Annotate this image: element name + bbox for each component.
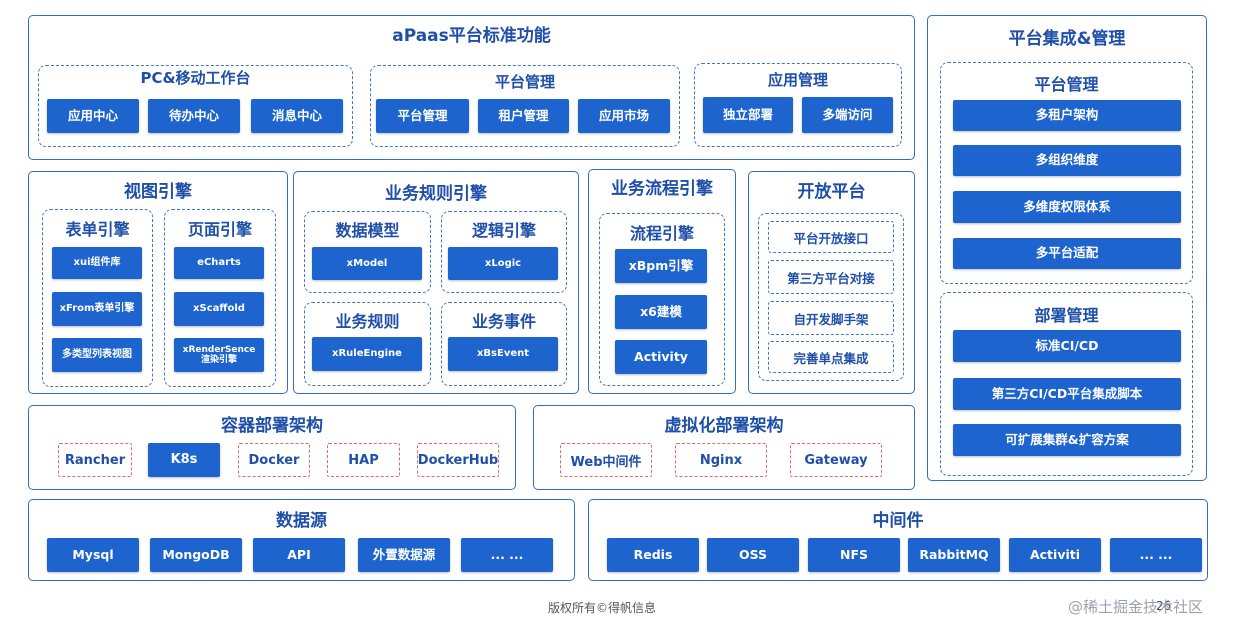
app-mgmt-title: 应用管理 [767, 71, 828, 89]
permission-system-button[interactable]: 多维度权限体系 [953, 191, 1181, 223]
dockerhub-item[interactable]: DockerHub [417, 443, 499, 477]
hap-item[interactable]: HAP [327, 443, 400, 477]
xlogic-button[interactable]: xLogic [448, 247, 558, 280]
web-middleware-item[interactable]: Web中间件 [560, 443, 652, 477]
view-engine-title: 视图引擎 [124, 182, 192, 202]
form-engine-title: 表单引擎 [65, 220, 130, 239]
sso-item[interactable]: 完善单点集成 [768, 341, 894, 373]
platform-mgmt-button[interactable]: 平台管理 [376, 99, 469, 133]
datasource-title: 数据源 [276, 511, 327, 531]
k8s-button[interactable]: K8s [148, 443, 220, 477]
x6-modeling-button[interactable]: x6建模 [615, 295, 707, 329]
virtual-title: 虚拟化部署架构 [664, 416, 784, 436]
xrender-button[interactable]: xRenderSence 渲染引擎 [174, 338, 264, 372]
message-center-button[interactable]: 消息中心 [251, 99, 343, 133]
flow-engine-title: 业务流程引擎 [611, 179, 713, 199]
xruleengine-button[interactable]: xRuleEngine [312, 337, 422, 371]
mysql-button[interactable]: Mysql [47, 538, 139, 572]
integration-title: 平台集成&管理 [1008, 29, 1126, 49]
apaas-title: aPaas平台标准功能 [392, 26, 551, 46]
ci-cd-button[interactable]: 标准CI/CD [953, 330, 1181, 362]
integration-platform-group: 平台管理 [940, 62, 1193, 284]
page-engine-title: 页面引擎 [187, 220, 252, 239]
nfs-button[interactable]: NFS [808, 538, 900, 572]
todo-center-button[interactable]: 待办中心 [148, 99, 240, 133]
watermark-text: @稀土掘金技术社区 [1068, 598, 1204, 616]
multi-org-button[interactable]: 多组织维度 [953, 145, 1181, 176]
rancher-item[interactable]: Rancher [58, 443, 132, 477]
deploy-mgmt-title: 部署管理 [1034, 306, 1099, 325]
app-market-button[interactable]: 应用市场 [578, 99, 670, 133]
docker-item[interactable]: Docker [238, 443, 310, 477]
redis-button[interactable]: Redis [607, 538, 699, 572]
mongodb-button[interactable]: MongoDB [150, 538, 242, 572]
multi-terminal-button[interactable]: 多端访问 [802, 97, 893, 133]
process-engine-group: 流程引擎 [599, 213, 725, 386]
app-center-button[interactable]: 应用中心 [47, 99, 139, 133]
tenant-mgmt-button[interactable]: 租户管理 [478, 99, 569, 133]
list-view-button[interactable]: 多类型列表视图 [52, 338, 142, 372]
more-middleware-button[interactable]: ... ... [1110, 538, 1202, 572]
apaas-panel: aPaas平台标准功能 [28, 15, 915, 160]
rules-engine-title: 业务规则引擎 [385, 184, 487, 204]
third-party-item[interactable]: 第三方平台对接 [768, 260, 894, 294]
biz-rule-group: 业务规则 [304, 302, 431, 386]
more-datasource-button[interactable]: ... ... [461, 538, 553, 572]
standalone-deploy-button[interactable]: 独立部署 [703, 97, 793, 133]
integration-platform-title: 平台管理 [1034, 75, 1099, 94]
platform-mgmt-group: 平台管理 [370, 65, 680, 147]
process-engine-title: 流程引擎 [629, 224, 694, 243]
xbpm-button[interactable]: xBpm引擎 [615, 249, 707, 283]
pc-workbench-group: PC&移动工作台 [38, 65, 353, 147]
external-datasource-button[interactable]: 外置数据源 [358, 538, 450, 572]
data-model-group: 数据模型 [304, 211, 431, 293]
open-api-item[interactable]: 平台开放接口 [768, 221, 894, 253]
logic-engine-title: 逻辑引擎 [471, 221, 536, 240]
page-engine-group: 页面引擎 [164, 209, 276, 387]
biz-rule-title: 业务规则 [335, 312, 400, 331]
logic-engine-group: 逻辑引擎 [441, 211, 567, 293]
deploy-mgmt-group: 部署管理 [940, 292, 1193, 476]
app-mgmt-group: 应用管理 [694, 63, 902, 147]
biz-event-group: 业务事件 [441, 302, 567, 386]
open-platform-panel: 开放平台 [748, 171, 915, 394]
pc-workbench-title: PC&移动工作台 [140, 69, 251, 87]
open-platform-title: 开放平台 [797, 182, 866, 202]
biz-event-title: 业务事件 [471, 312, 536, 331]
form-engine-group: 表单引擎 [42, 209, 153, 387]
xscaffold-button[interactable]: xScaffold [174, 292, 264, 326]
platform-mgmt-title: 平台管理 [494, 73, 555, 91]
oss-button[interactable]: OSS [707, 538, 799, 572]
open-platform-group [758, 213, 904, 381]
xform-engine-button[interactable]: xFrom表单引擎 [52, 292, 142, 326]
xui-component-button[interactable]: xui组件库 [52, 247, 142, 279]
rabbitmq-button[interactable]: RabbitMQ [908, 538, 1000, 572]
multi-tenant-button[interactable]: 多租户架构 [953, 100, 1181, 131]
xmodel-button[interactable]: xModel [312, 247, 422, 280]
page-number: 26 [1156, 599, 1172, 613]
copyright-text: 版权所有©得帆信息 [548, 601, 657, 615]
scaffold-item[interactable]: 自开发脚手架 [768, 301, 894, 335]
container-title: 容器部署架构 [221, 416, 323, 436]
middleware-title: 中间件 [872, 511, 924, 531]
echarts-button[interactable]: eCharts [174, 247, 264, 279]
cluster-scaling-button[interactable]: 可扩展集群&扩容方案 [953, 424, 1181, 456]
data-model-title: 数据模型 [335, 221, 400, 240]
xbsevent-button[interactable]: xBsEvent [448, 337, 558, 371]
api-button[interactable]: API [253, 538, 345, 572]
nginx-item[interactable]: Nginx [675, 443, 767, 477]
gateway-item[interactable]: Gateway [790, 443, 882, 477]
multi-platform-button[interactable]: 多平台适配 [953, 238, 1181, 269]
third-party-ci-cd-button[interactable]: 第三方CI/CD平台集成脚本 [953, 378, 1181, 410]
activiti-button[interactable]: Activiti [1009, 538, 1101, 572]
activity-button[interactable]: Activity [615, 340, 707, 374]
